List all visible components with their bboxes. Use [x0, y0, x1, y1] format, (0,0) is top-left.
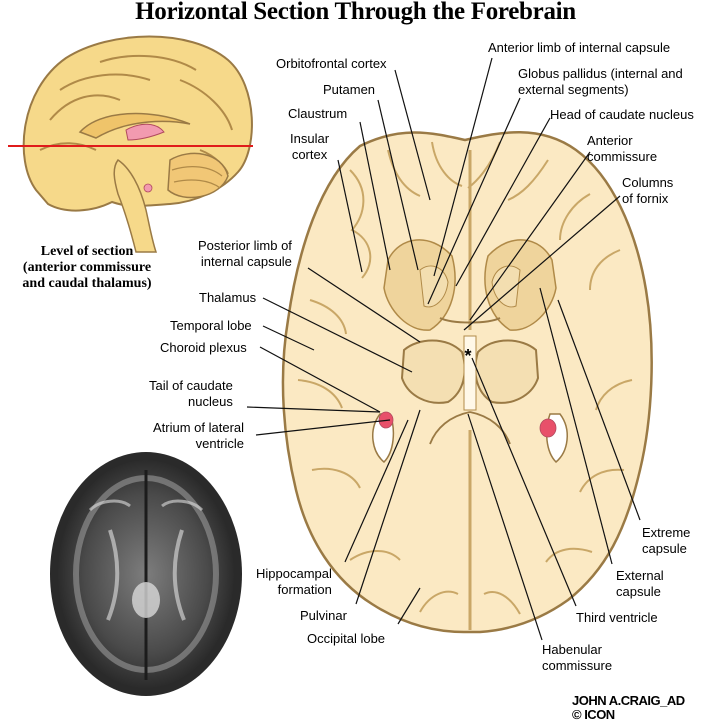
- label-pulvinar: Pulvinar: [300, 608, 347, 623]
- page-title: Horizontal Section Through the Forebrain: [135, 0, 576, 25]
- label-choroid-plexus: Choroid plexus: [160, 340, 247, 355]
- label-anterior-limb-internal-capsule: Anterior limb of internal capsule: [488, 40, 671, 55]
- artist-signature: JOHN A.CRAIG_AD © ICON: [572, 693, 685, 722]
- sagittal-brain-illustration: [22, 35, 253, 253]
- label-orbitofrontal-cortex: Orbitofrontal cortex: [276, 56, 387, 71]
- leader-lines: [246, 57, 641, 641]
- label-occipital-lobe: Occipital lobe: [307, 631, 386, 646]
- choroid-plexus-right: [539, 418, 557, 438]
- label-thalamus: Thalamus: [199, 290, 257, 305]
- label-temporal-lobe: Temporal lobe: [170, 318, 252, 333]
- label-third-ventricle: Third ventricle: [576, 610, 658, 625]
- horizontal-section-illustration: [281, 131, 653, 634]
- label-claustrum: Claustrum: [288, 106, 348, 121]
- level-of-section-caption: Level of section (anterior commissure an…: [22, 244, 152, 291]
- label-head-caudate-nucleus: Head of caudate nucleus: [550, 107, 694, 122]
- asterisk-marker: *: [464, 346, 471, 366]
- label-putamen: Putamen: [323, 82, 376, 97]
- mri-scan-image: [40, 446, 256, 714]
